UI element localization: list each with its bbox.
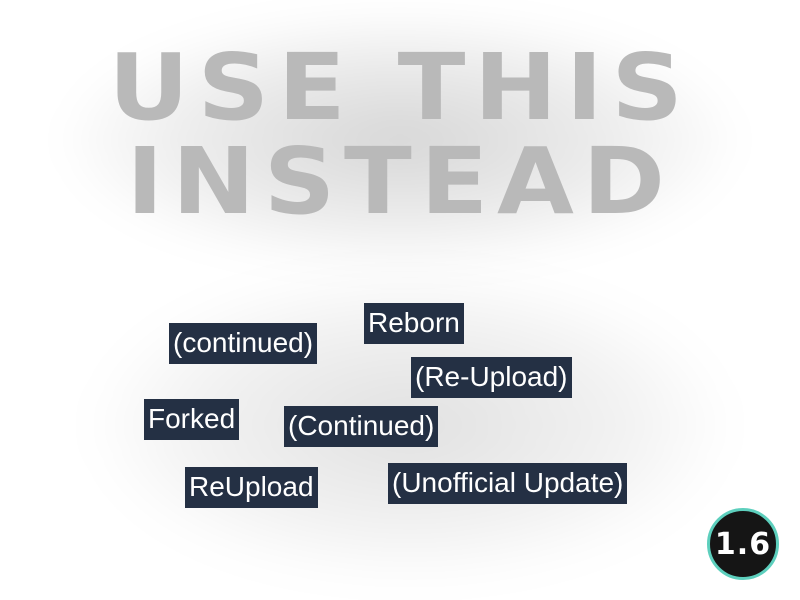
tag-continued-capitalized: (Continued) <box>284 406 439 447</box>
version-badge: 1.6 <box>707 508 779 580</box>
headline-line-1: USE THIS <box>108 34 692 141</box>
tag-re-upload: (Re-Upload) <box>411 357 572 398</box>
headline-glow <box>60 10 740 270</box>
version-badge-label: 1.6 <box>714 526 772 562</box>
tag-forked: Forked <box>144 399 240 440</box>
tag-reborn: Reborn <box>364 303 464 344</box>
tag-unofficial-update: (Unofficial Update) <box>388 463 628 504</box>
tag-reupload: ReUpload <box>185 467 318 508</box>
headline-line-2: INSTEAD <box>126 128 674 235</box>
tag-continued-lowercase: (continued) <box>169 323 318 364</box>
